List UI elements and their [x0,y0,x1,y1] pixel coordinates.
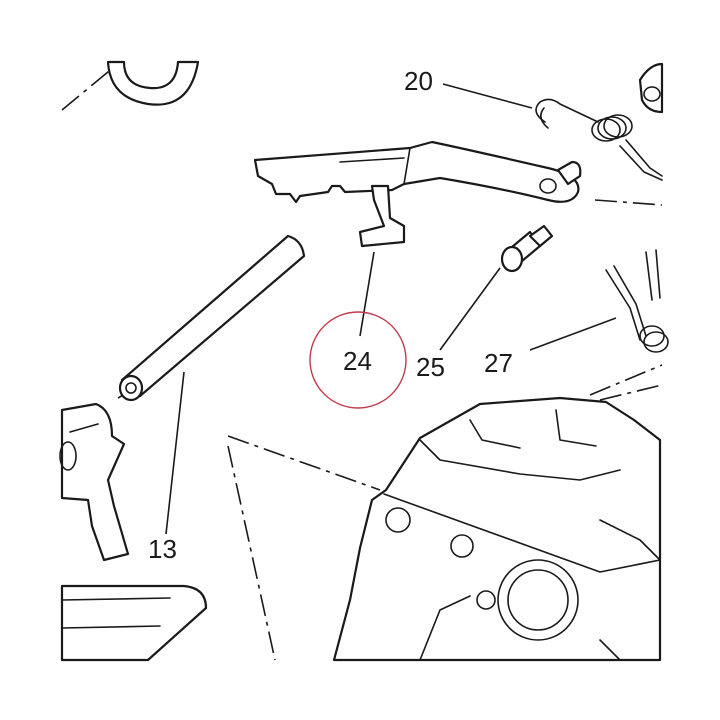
callout-25: 25 [416,352,445,382]
highlight-circle [309,311,407,409]
callout-24: 24 [343,346,372,376]
crankcase-housing-part [332,396,662,662]
shift-fork-part [59,402,130,562]
shaft-part-13 [118,234,306,402]
callout-20: 20 [404,66,433,96]
drum-part [60,584,208,662]
callout-27: 27 [484,348,513,378]
spring-part-20 [535,62,664,181]
callout-13: 13 [148,534,177,564]
spring-part-27 [605,249,669,353]
pin-part-25 [500,224,554,273]
seal-ring-part [106,60,200,106]
leader-lines [165,83,617,535]
selector-lever-part-24 [253,140,582,248]
